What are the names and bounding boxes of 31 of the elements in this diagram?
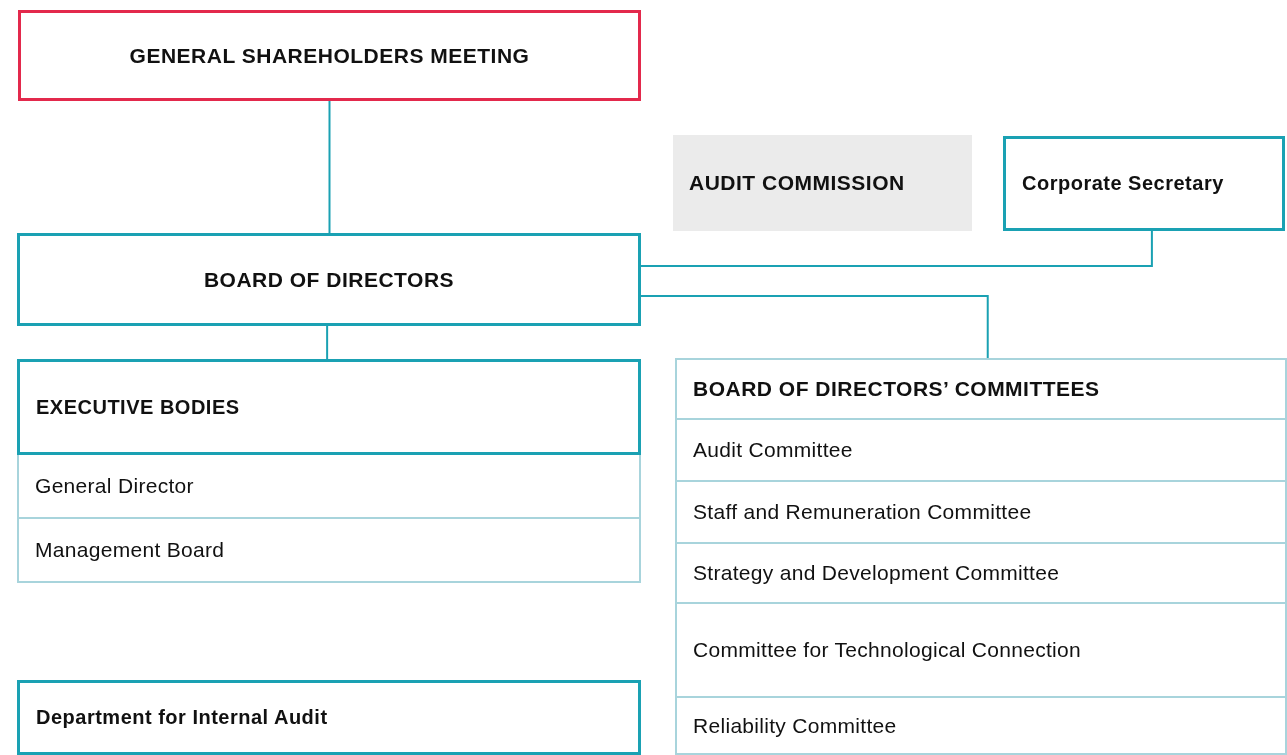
committees-header [675, 358, 1287, 420]
item-text: General Director [35, 474, 194, 498]
item-text: Strategy and Development Committee [693, 561, 1060, 585]
item-text: Audit Committee [693, 438, 853, 462]
board-box [17, 233, 641, 326]
list-row [675, 604, 1287, 698]
org-box [17, 680, 641, 755]
org-box [17, 359, 641, 455]
item-text: Committee for Technological Connection [693, 638, 1082, 662]
org-box [1003, 136, 1285, 231]
heading-text: BOARD OF DIRECTORS’ COMMITTEES [693, 377, 1100, 401]
list-row [675, 698, 1287, 755]
item-text: Reliability Committee [693, 713, 897, 738]
item-text: Management Board [35, 538, 225, 562]
heading-text: Department for Internal Audit [36, 706, 328, 729]
connector-line [328, 100, 331, 234]
heading-text: BOARD OF DIRECTORS [203, 267, 455, 292]
list-row [17, 455, 641, 519]
item-text: Staff and Remuneration Committee [693, 500, 1032, 524]
list-row [675, 544, 1287, 604]
list-row [675, 420, 1287, 482]
connector-line [640, 294, 989, 359]
list-row [17, 519, 641, 583]
list-row [675, 482, 1287, 544]
connector-line [326, 325, 329, 360]
connector-line [640, 230, 1153, 267]
heading-text: Corporate Secretary [1022, 172, 1224, 195]
heading-text: AUDIT COMMISSION [689, 171, 905, 195]
heading-text: EXECUTIVE BODIES [36, 395, 240, 419]
heading-text: GENERAL SHAREHOLDERS MEETING [129, 43, 530, 68]
meeting-box [18, 10, 641, 101]
